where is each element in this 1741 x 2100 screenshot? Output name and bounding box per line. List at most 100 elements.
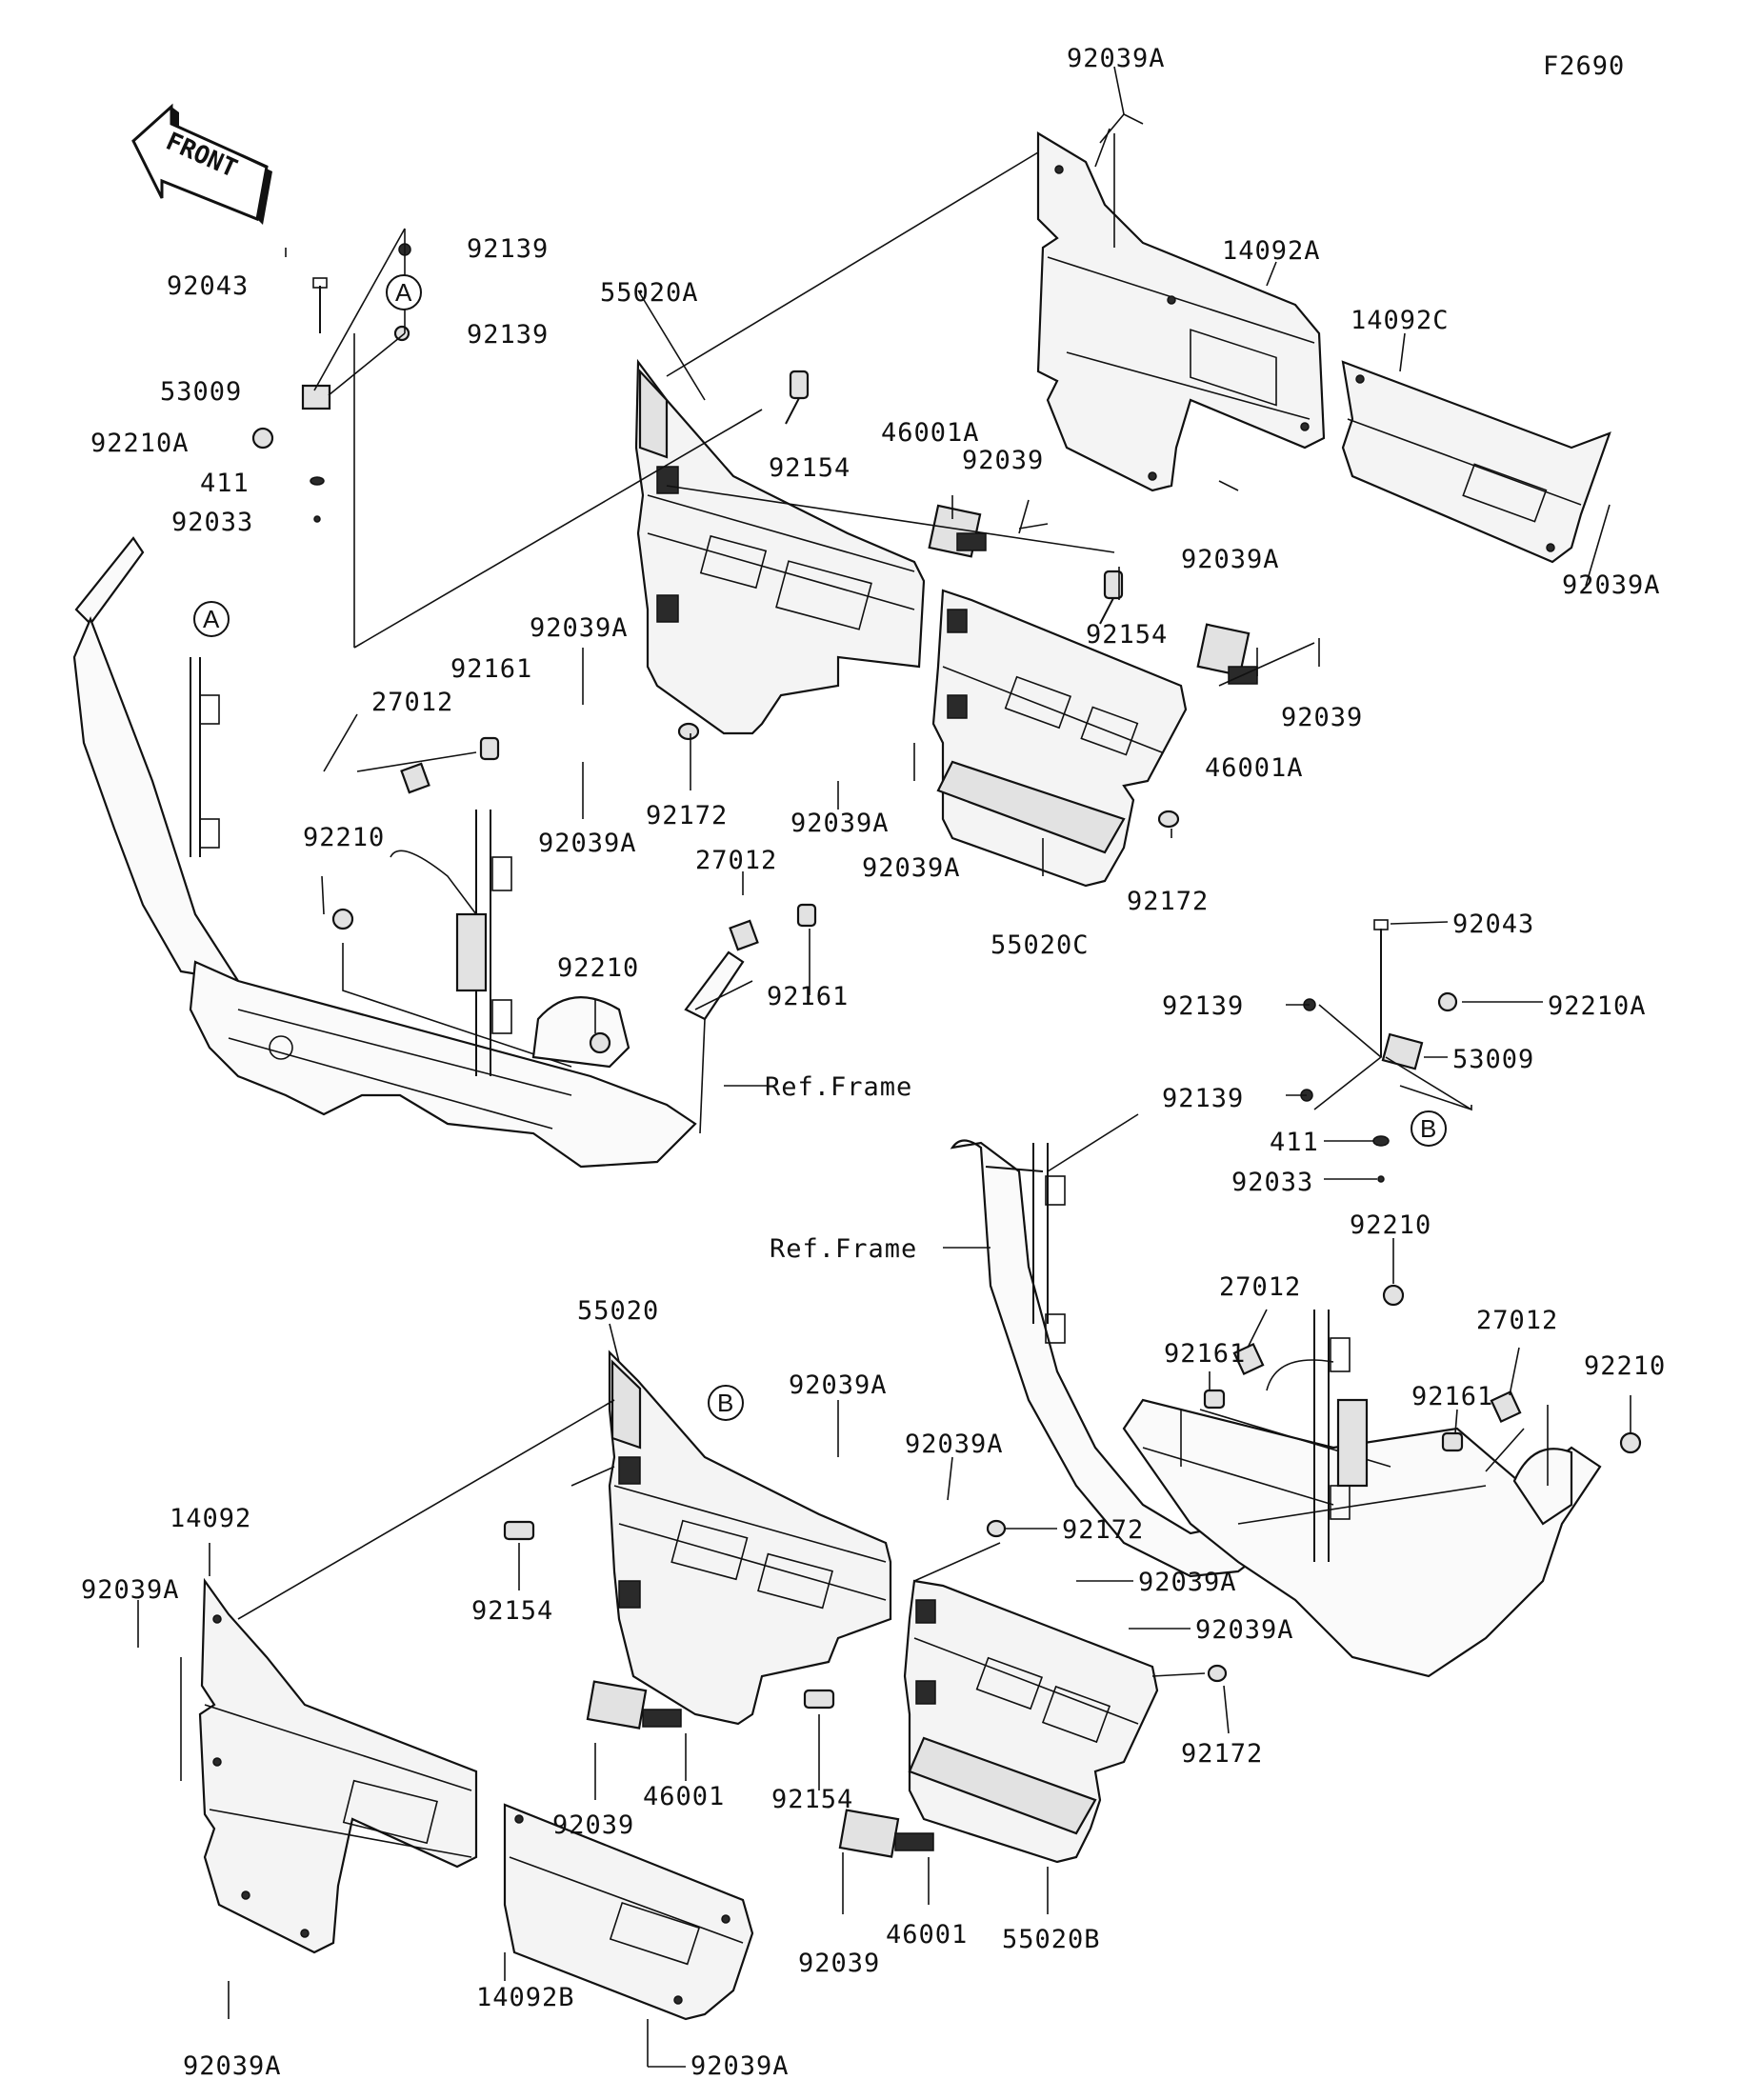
ref-mark-A-upper: A xyxy=(386,274,422,310)
label-92039A: 92039A xyxy=(1195,1615,1294,1645)
label-92210A: 92210A xyxy=(90,429,190,458)
clip-92172-c xyxy=(986,1519,1007,1538)
label-92210: 92210 xyxy=(303,823,385,852)
label-55020B: 55020B xyxy=(1002,1925,1101,1954)
cap-92210-right-b xyxy=(1619,1431,1642,1454)
label-92139: 92139 xyxy=(467,234,549,264)
cap-92210-left-a xyxy=(331,908,354,930)
ref-mark-B-lower: B xyxy=(708,1385,744,1421)
label-92139: 92139 xyxy=(1162,1084,1244,1113)
panel-14092A xyxy=(1036,131,1326,492)
label-411: 411 xyxy=(200,469,250,498)
label-92039A: 92039A xyxy=(905,1430,1004,1459)
front-arrow-icon: FRONT xyxy=(131,103,272,225)
clip-92172-a xyxy=(677,722,700,741)
clip-92172-d xyxy=(1207,1664,1228,1683)
label-92039: 92039 xyxy=(962,446,1044,475)
label-27012: 27012 xyxy=(695,846,777,875)
label-92039: 92039 xyxy=(552,1810,634,1840)
label-92161: 92161 xyxy=(1164,1339,1246,1369)
label-53009: 53009 xyxy=(160,377,242,407)
label-92172: 92172 xyxy=(1127,887,1209,916)
collar-92161-right-b xyxy=(1441,1431,1464,1452)
label-27012: 27012 xyxy=(371,688,453,717)
frame-upper-left xyxy=(72,536,745,1169)
label-92039A: 92039A xyxy=(862,853,961,883)
label-46001: 46001 xyxy=(886,1920,968,1950)
grommet-27012-left-a xyxy=(400,762,430,794)
label-14092B: 14092B xyxy=(476,1983,575,2012)
label-92172: 92172 xyxy=(1062,1515,1144,1545)
label-55020C: 55020C xyxy=(991,930,1090,960)
label-92033: 92033 xyxy=(1231,1168,1313,1197)
label-92033: 92033 xyxy=(171,508,253,537)
cap-92210-right-a xyxy=(1382,1284,1405,1307)
svg-text:B: B xyxy=(717,1389,733,1417)
panel-14092 xyxy=(198,1577,478,1954)
label-92139: 92139 xyxy=(467,320,549,350)
label-92039A: 92039A xyxy=(790,809,890,838)
svg-text:A: A xyxy=(203,605,220,633)
hinge-46001A-lower xyxy=(1196,623,1258,685)
label-92039A: 92039A xyxy=(1181,545,1280,574)
leaders-right xyxy=(943,921,1631,1486)
cap-92210-left-b xyxy=(589,1031,611,1054)
label-46001A: 46001A xyxy=(1205,753,1304,783)
label-92039A: 92039A xyxy=(1562,570,1661,600)
leaders-upper xyxy=(285,66,1611,1087)
pin-92154-a xyxy=(785,370,810,425)
label-14092: 14092 xyxy=(170,1504,251,1533)
label-92161: 92161 xyxy=(1411,1382,1493,1411)
label-92039A: 92039A xyxy=(183,2051,282,2081)
pin-92154-b xyxy=(1099,570,1124,625)
label-92039A: 92039A xyxy=(1138,1568,1237,1597)
panel-14092C xyxy=(1341,360,1611,564)
label-92154: 92154 xyxy=(771,1785,853,1814)
label-92210: 92210 xyxy=(1584,1351,1666,1381)
pin-92154-c xyxy=(503,1520,535,1541)
label-55020A: 55020A xyxy=(600,278,699,308)
collar-92161-left-b xyxy=(796,903,817,928)
part-labels: 92039A 14092A 14092C 92139 92043 92139 5… xyxy=(81,44,1666,2081)
label-92154: 92154 xyxy=(471,1596,553,1626)
label-46001: 46001 xyxy=(643,1782,725,1811)
label-92039A: 92039A xyxy=(789,1370,888,1400)
label-14092A: 14092A xyxy=(1222,236,1321,266)
grommet-27012-right-a xyxy=(1232,1343,1265,1375)
label-ref-frame: Ref.Frame xyxy=(765,1072,912,1102)
label-92172: 92172 xyxy=(646,801,728,830)
label-14092C: 14092C xyxy=(1351,306,1450,335)
svg-text:B: B xyxy=(1420,1114,1436,1143)
door-55020A xyxy=(634,358,926,735)
label-27012: 27012 xyxy=(1219,1272,1301,1302)
label-92161: 92161 xyxy=(450,654,532,684)
label-53009: 53009 xyxy=(1452,1045,1534,1074)
leaders-lower xyxy=(137,1323,1230,2068)
panel-14092B xyxy=(503,1803,754,2021)
label-92039A: 92039A xyxy=(1067,44,1166,73)
figure-id: F2690 xyxy=(1543,51,1625,81)
grommet-27012-right-b xyxy=(1490,1390,1522,1423)
label-411: 411 xyxy=(1270,1128,1319,1157)
ref-mark-A-lower: A xyxy=(193,601,230,637)
svg-text:A: A xyxy=(395,278,412,307)
label-92139: 92139 xyxy=(1162,991,1244,1021)
label-92172: 92172 xyxy=(1181,1739,1263,1769)
hinge-46001-a xyxy=(586,1680,682,1730)
door-55020B xyxy=(903,1579,1159,1864)
leader xyxy=(1099,113,1125,144)
label-92154: 92154 xyxy=(1086,620,1168,650)
hinge-46001A-upper xyxy=(928,504,987,558)
label-92210: 92210 xyxy=(1350,1210,1431,1240)
hinge-46001-b xyxy=(838,1809,934,1858)
label-92043: 92043 xyxy=(167,271,249,301)
collar-92161-left-a xyxy=(479,736,500,761)
label-92210: 92210 xyxy=(557,953,639,983)
label-92039A: 92039A xyxy=(690,2051,790,2081)
label-92039A: 92039A xyxy=(538,829,637,858)
label-92039: 92039 xyxy=(1281,703,1363,732)
door-55020C xyxy=(931,589,1188,888)
label-92039A: 92039A xyxy=(530,613,629,643)
label-27012: 27012 xyxy=(1476,1306,1558,1335)
